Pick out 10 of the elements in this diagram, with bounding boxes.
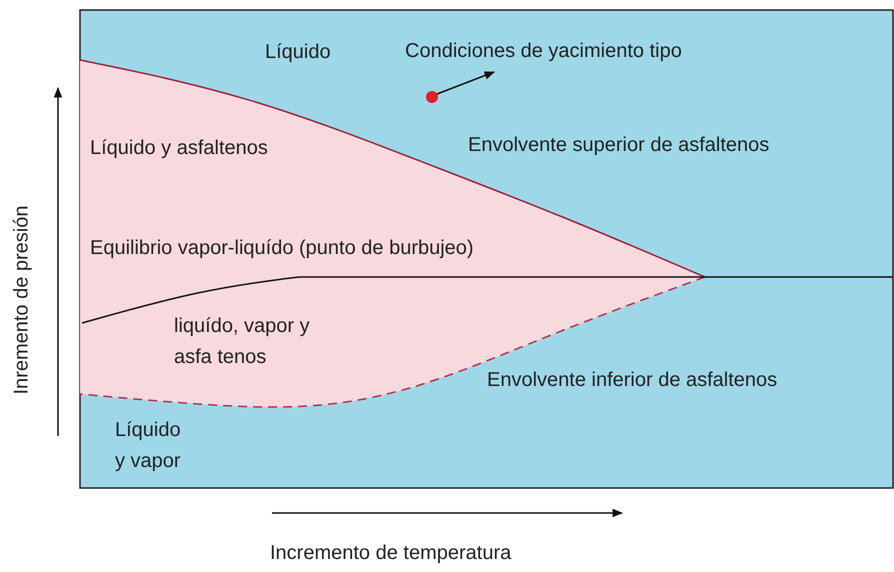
- axis-title: Incremento de temperatura: [270, 541, 512, 566]
- region-label: Líquido: [265, 40, 331, 65]
- region-label: Condiciones de yacimiento tipo: [405, 39, 682, 64]
- axis-title: Inremento de presión: [10, 206, 34, 394]
- region-label: Líquido y vapor: [115, 418, 182, 474]
- region-label: Envolvente inferior de asfaltenos: [487, 368, 778, 393]
- region-label: liquído, vapor y asfa tenos: [174, 314, 311, 370]
- region-label: Envolvente superior de asfaltenos: [468, 133, 770, 158]
- region-label: Líquido y asfaltenos: [90, 136, 268, 161]
- region-label: Equilibrio vapor-liquído (punto de burbujeo): [90, 236, 474, 261]
